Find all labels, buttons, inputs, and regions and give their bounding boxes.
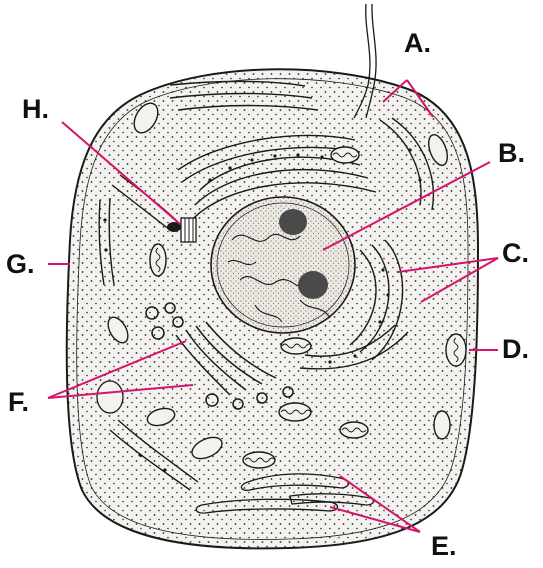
leader-b — [322, 161, 491, 251]
label-f: F. — [8, 387, 30, 417]
mitochondria-cristae — [155, 152, 459, 463]
label-d: D. — [502, 334, 529, 364]
nucleolus — [279, 209, 307, 235]
centriole — [167, 217, 197, 243]
label-g: G. — [6, 249, 35, 279]
vacuole — [96, 380, 124, 414]
leader-e — [339, 475, 421, 533]
leader-h — [61, 121, 181, 225]
label-a: A. — [404, 28, 431, 58]
leader-f — [47, 340, 187, 399]
label-e: E. — [431, 531, 457, 561]
leader-lines — [47, 79, 499, 533]
label-c: C. — [502, 238, 529, 268]
nucleus — [210, 196, 356, 334]
leader-c — [397, 257, 499, 273]
golgi-apparatus — [145, 302, 294, 410]
cilium — [353, 3, 377, 119]
label-b: B. — [498, 138, 525, 168]
leader-a — [382, 79, 408, 103]
smooth-er — [195, 473, 375, 514]
mitochondria — [107, 102, 467, 469]
rough-er — [98, 80, 435, 491]
label-h: H. — [22, 94, 49, 124]
